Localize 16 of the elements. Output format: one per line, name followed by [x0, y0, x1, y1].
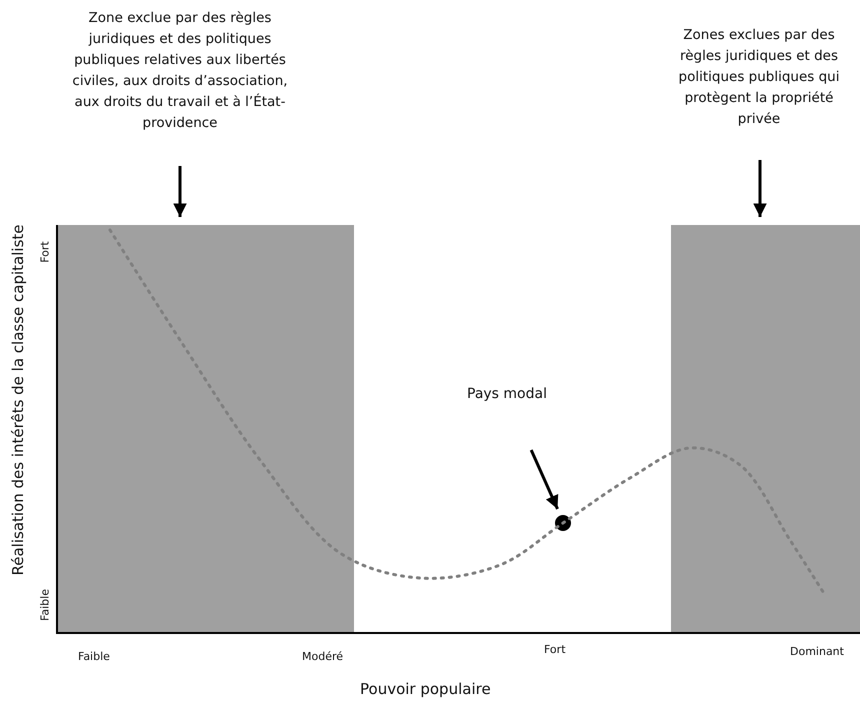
arrow: [530, 449, 559, 510]
excluded-zone: [671, 225, 860, 633]
axis-tick-label: Fort: [544, 643, 566, 656]
axis-tick-label: Dominant: [790, 645, 844, 658]
axis-tick-label: Fort: [38, 241, 52, 263]
axis-tick-label: Faible: [78, 650, 110, 663]
zone-note: Zones exclues par des règles juridiques et des politiques publiques qui protègent la propriété privée: [678, 26, 840, 129]
arrow: [173, 166, 187, 217]
axis-title: Réalisation des intérêts de la classe capitaliste: [9, 224, 27, 576]
excluded-zone: [58, 225, 354, 633]
zone-note: Zone exclue par des règles juridiques et des politiques publiques relatives aux libertés civiles, aux droits d’association, aux droits du travail et à l’État-providence: [72, 9, 288, 133]
axis-title: Pouvoir populaire: [360, 680, 491, 698]
axis-tick-label: Modéré: [302, 650, 344, 663]
axis-tick-label: Faible: [38, 589, 52, 621]
point-label: Pays modal: [466, 385, 548, 404]
arrow: [753, 160, 767, 217]
